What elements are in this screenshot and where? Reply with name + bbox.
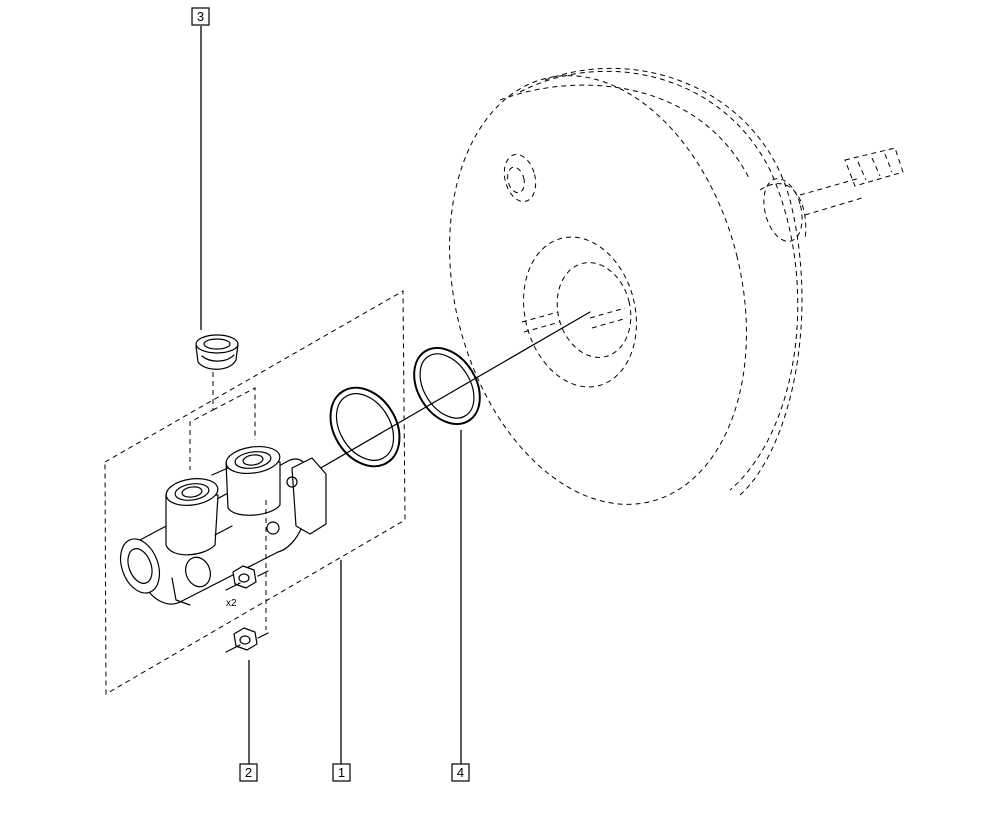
quantity-label: x2: [226, 598, 237, 609]
svg-text:1: 1: [338, 765, 345, 780]
grommet-alignment: [189, 372, 256, 470]
assembly-axis: [299, 311, 591, 481]
seal-ring-rear: [413, 346, 481, 426]
svg-text:3: 3: [197, 9, 204, 24]
seal-ring-front: [329, 386, 401, 468]
callout-3: 3: [191, 7, 210, 26]
assembly-boundary: [104, 290, 406, 695]
brake-booster: [449, 67, 904, 505]
nut-upper: [232, 565, 257, 589]
svg-text:4: 4: [457, 765, 464, 780]
callout-4: 4: [451, 763, 470, 782]
callout-2: 2: [239, 763, 258, 782]
svg-text:2: 2: [245, 765, 252, 780]
master-cylinder: [119, 445, 327, 606]
reservoir-grommet: [195, 334, 239, 370]
callout-1: 1: [332, 763, 351, 782]
stud-axis-lines: [225, 570, 269, 653]
